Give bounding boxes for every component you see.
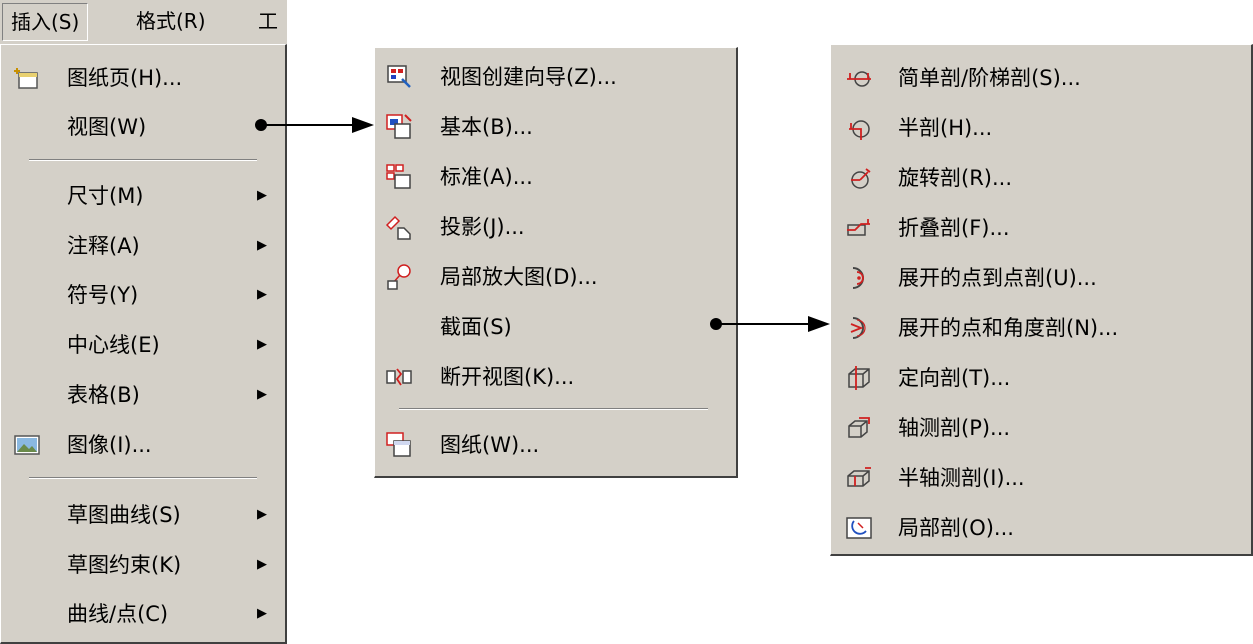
menu-item-half-pictorial-section[interactable]: 半轴测剖(I)... (831, 459, 1251, 497)
projected-view-icon (385, 215, 411, 240)
submenu-arrow-icon: ▶ (257, 387, 267, 402)
menu-item-label: 草图曲线(S) (67, 503, 181, 527)
menu-item-label: 视图(W) (67, 115, 147, 139)
menu-item-label: 中心线(E) (67, 333, 160, 357)
menu-item-label: 曲线/点(C) (67, 602, 169, 626)
menu-item-label: 投影(J)... (440, 215, 525, 239)
menu-bar: 插入(S) 格式(R) 工 (0, 0, 287, 45)
view-wizard-icon (387, 65, 411, 88)
pictorial-section-icon (848, 417, 870, 438)
menu-item-label: 注释(A) (67, 234, 140, 258)
menu-item-annotation[interactable]: 注释(A) ▶ (1, 227, 285, 265)
menu-item-half-section[interactable]: 半剖(H)... (831, 109, 1251, 147)
submenu-arrow-icon: ▶ (257, 557, 267, 572)
menu-item-detail-view[interactable]: 局部放大图(D)... (375, 258, 736, 296)
section-submenu: 简单剖/阶梯剖(S)... 半剖(H)... 旋转剖(R)... 折叠剖(F).… (830, 44, 1253, 556)
insert-menu: 图纸页(H)... 视图(W) 尺寸(M) ▶ 注释(A) ▶ 符号(Y) ▶ … (0, 44, 287, 644)
break-view-icon (386, 368, 412, 386)
connector-view-to-submenu (255, 117, 374, 133)
menu-item-folded-section[interactable]: 折叠剖(F)... (831, 209, 1251, 247)
menu-format[interactable]: 格式(R) (136, 9, 206, 33)
oriented-section-icon (848, 366, 870, 390)
menu-item-oriented-section[interactable]: 定向剖(T)... (831, 359, 1251, 397)
menu-item-projected-view[interactable]: 投影(J)... (375, 208, 736, 246)
menu-item-label: 折叠剖(F)... (898, 216, 1010, 240)
view-submenu: 视图创建向导(Z)... 基本(B)... 标准(A)... 投影(J)... (374, 47, 738, 478)
menu-insert[interactable]: 插入(S) (2, 3, 89, 41)
menu-item-section[interactable]: 截面(S) (375, 308, 736, 346)
menu-item-label: 局部放大图(D)... (440, 265, 598, 289)
menu-item-standard-views[interactable]: 标准(A)... (375, 158, 736, 196)
submenu-arrow-icon: ▶ (257, 337, 267, 352)
menu-item-break-out-section[interactable]: 局部剖(O)... (831, 509, 1251, 547)
revolved-section-icon (851, 168, 871, 189)
menu-item-label: 视图创建向导(Z)... (440, 65, 617, 89)
menu-item-label: 半剖(H)... (898, 116, 993, 140)
sheet-icon (14, 68, 38, 89)
half-section-icon (849, 120, 870, 140)
menu-item-label: 断开视图(K)... (440, 365, 575, 389)
menu-item-label: 标准(A)... (440, 165, 533, 189)
menu-item-label: 半轴测剖(I)... (898, 466, 1025, 490)
menu-item-label: 图纸页(H)... (67, 66, 183, 90)
drawing-sheet-icon (386, 432, 411, 457)
menu-item-image[interactable]: 图像(I)... (1, 426, 285, 464)
menu-item-label: 尺寸(M) (67, 184, 144, 208)
submenu-arrow-icon: ▶ (257, 507, 267, 522)
menu-item-table[interactable]: 表格(B) ▶ (1, 376, 285, 414)
menu-item-break-view[interactable]: 断开视图(K)... (375, 358, 736, 396)
separator (29, 159, 257, 161)
half-pictorial-section-icon (847, 467, 871, 487)
standard-views-icon (386, 164, 411, 189)
menu-item-label: 图纸(W)... (440, 433, 540, 457)
separator (29, 477, 257, 479)
menu-item-symbol[interactable]: 符号(Y) ▶ (1, 276, 285, 314)
menu-item-curve-point[interactable]: 曲线/点(C) ▶ (1, 595, 285, 633)
separator (399, 408, 708, 410)
submenu-arrow-icon: ▶ (257, 606, 267, 621)
menu-item-base-view[interactable]: 基本(B)... (375, 108, 736, 146)
connector-section-to-submenu (710, 316, 830, 332)
menu-item-sheet[interactable]: 图纸页(H)... (1, 59, 285, 97)
menu-item-label: 轴测剖(P)... (898, 416, 1011, 440)
menu-item-simple-section[interactable]: 简单剖/阶梯剖(S)... (831, 59, 1251, 97)
menu-item-centerline[interactable]: 中心线(E) ▶ (1, 326, 285, 364)
menu-item-unfolded-point-section[interactable]: 展开的点到点剖(U)... (831, 259, 1251, 297)
menu-item-dimension[interactable]: 尺寸(M) ▶ (1, 177, 285, 215)
submenu-arrow-icon: ▶ (257, 238, 267, 253)
menu-item-label: 基本(B)... (440, 115, 533, 139)
unfolded-point-section-icon (852, 267, 864, 289)
menu-item-label: 简单剖/阶梯剖(S)... (898, 66, 1081, 90)
menu-item-label: 截面(S) (440, 315, 512, 339)
menu-item-sketch-curve[interactable]: 草图曲线(S) ▶ (1, 496, 285, 534)
menu-item-revolved-section[interactable]: 旋转剖(R)... (831, 159, 1251, 197)
break-out-section-icon (846, 517, 872, 539)
menu-item-label: 草图约束(K) (67, 553, 182, 577)
menu-item-view[interactable]: 视图(W) (1, 108, 285, 146)
menu-item-pictorial-section[interactable]: 轴测剖(P)... (831, 409, 1251, 447)
menu-tools[interactable]: 工 (258, 9, 278, 33)
menu-item-label: 展开的点和角度剖(N)... (898, 316, 1119, 340)
menu-item-label: 展开的点到点剖(U)... (898, 266, 1097, 290)
image-icon (14, 435, 40, 455)
unfolded-angle-section-icon (850, 317, 866, 339)
submenu-arrow-icon: ▶ (257, 188, 267, 203)
menu-item-label: 图像(I)... (67, 433, 152, 457)
menu-item-label: 定向剖(T)... (898, 366, 1011, 390)
menu-item-drawing-sheet[interactable]: 图纸(W)... (375, 426, 736, 464)
menu-item-label: 符号(Y) (67, 283, 139, 307)
detail-view-icon (387, 264, 411, 290)
menu-item-label: 局部剖(O)... (898, 516, 1014, 540)
submenu-arrow-icon: ▶ (257, 287, 267, 302)
menu-item-unfolded-angle-section[interactable]: 展开的点和角度剖(N)... (831, 309, 1251, 347)
menu-item-view-wizard[interactable]: 视图创建向导(Z)... (375, 58, 736, 96)
menu-item-label: 旋转剖(R)... (898, 166, 1013, 190)
menu-item-label: 表格(B) (67, 383, 140, 407)
base-view-icon (386, 114, 412, 139)
simple-section-icon (847, 71, 871, 87)
menu-item-sketch-constraint[interactable]: 草图约束(K) ▶ (1, 546, 285, 584)
folded-section-icon (847, 219, 870, 236)
